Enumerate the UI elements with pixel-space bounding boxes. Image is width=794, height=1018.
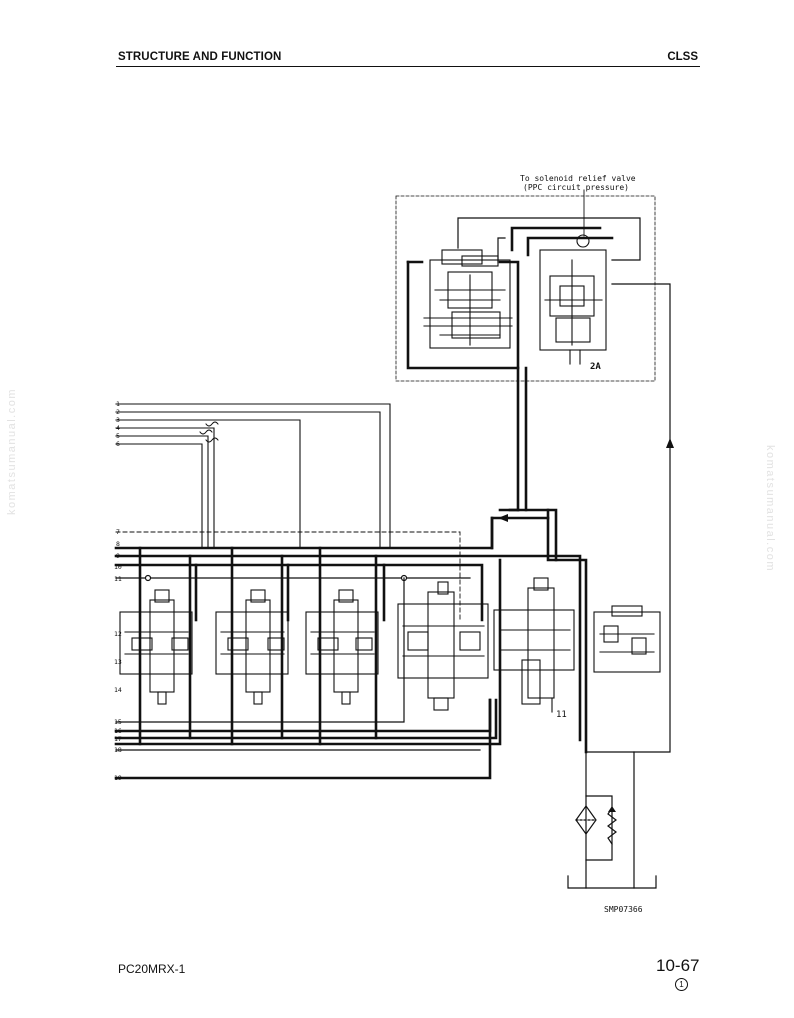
header-rule [116, 66, 700, 67]
line-number-19: 19 [114, 774, 122, 782]
line-number-3: 3 [116, 416, 120, 424]
top-note-line1: To solenoid relief valve [520, 174, 636, 183]
line-number-2: 2 [116, 408, 120, 416]
line-number-10: 10 [114, 563, 122, 571]
control-valve-section-4 [397, 581, 489, 711]
control-valve-section-3 [305, 589, 379, 705]
line-number-13: 13 [114, 658, 122, 666]
pump-unit-enclosure [395, 195, 656, 382]
section-title: STRUCTURE AND FUNCTION [118, 51, 282, 63]
drawing-code: SMP07366 [604, 905, 643, 914]
valve-label-11: 11 [556, 710, 567, 720]
line-number-4: 4 [116, 424, 120, 432]
line-number-14: 14 [114, 686, 122, 694]
pc-valve-body [539, 234, 607, 365]
top-note-line2: (PPC circuit pressure) [523, 183, 629, 192]
line-number-12: 12 [114, 630, 122, 638]
page-number: 10-67 [656, 956, 700, 975]
line-number-7: 7 [116, 528, 120, 536]
unload-valve-section [493, 577, 575, 713]
control-valve-section-2 [215, 589, 289, 705]
valve-label-2a: 2A [590, 362, 601, 372]
line-number-1: 1 [116, 400, 120, 408]
line-number-17: 17 [114, 735, 122, 743]
topic-title: CLSS [667, 51, 698, 63]
model-number: PC20MRX-1 [118, 962, 186, 976]
end-cap-section [593, 605, 661, 673]
line-number-15: 15 [114, 718, 122, 726]
line-number-5: 5 [116, 432, 120, 440]
bypass-relief-spring [607, 807, 617, 845]
hydraulic-tank [567, 875, 657, 889]
line-number-8: 8 [116, 540, 120, 548]
return-filter [575, 804, 597, 836]
revision-mark: 1 [675, 978, 688, 991]
line-number-9: 9 [116, 552, 120, 560]
line-number-11: 11 [114, 575, 122, 583]
control-valve-section-1 [119, 589, 193, 705]
line-number-16: 16 [114, 727, 122, 735]
main-pump-body [423, 249, 513, 349]
line-number-6: 6 [116, 440, 120, 448]
line-number-18: 18 [114, 746, 122, 754]
